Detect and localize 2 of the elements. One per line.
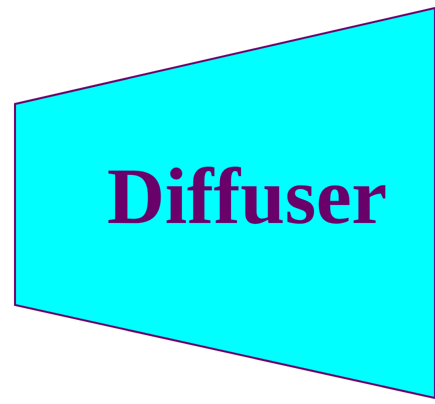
node-label: Diffuser [107, 157, 387, 237]
trapezoid-shape [14, 7, 435, 399]
